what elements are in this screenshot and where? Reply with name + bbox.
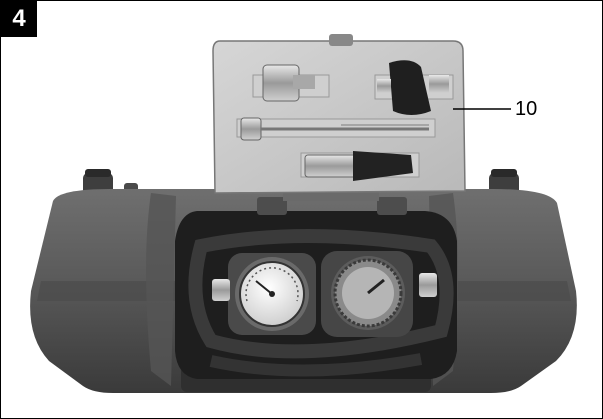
pressure-gauge	[212, 253, 316, 335]
lid-hinges	[257, 191, 407, 215]
pressure-regulator-knob	[321, 251, 437, 337]
accessory-lid	[212, 34, 466, 194]
callout-label-accessory-lid: 10	[515, 98, 538, 120]
figure-number-badge: 4	[1, 1, 37, 37]
